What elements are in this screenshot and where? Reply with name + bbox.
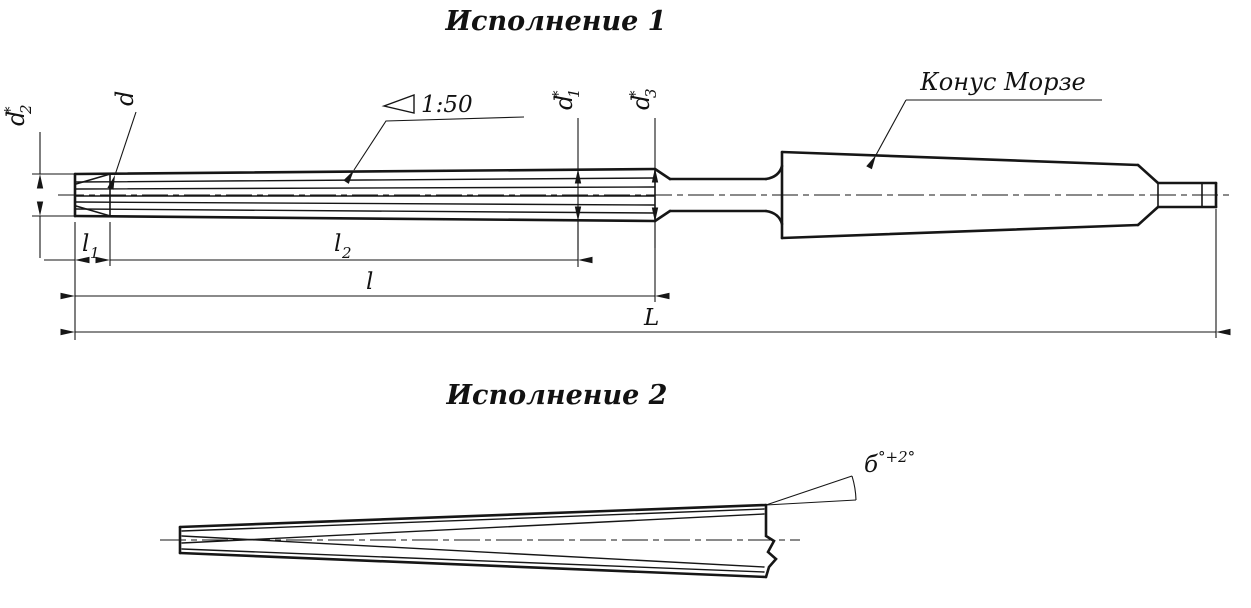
label-d2-base: d [2,111,30,126]
cone-top-edge [178,503,768,529]
view-2: Исполнение 2 б °+2° [160,380,915,579]
flute-line [181,508,765,532]
taper-leader [343,116,525,184]
label-d2-sub: 2 [17,104,35,115]
view2-title: Исполнение 2 [446,380,668,411]
label-d1-sup: * [549,90,567,98]
working-bottom-edge [73,214,657,223]
lead-chamfer-bottom [75,205,113,218]
label-d1-base: d [550,95,578,110]
angle-reference-line [765,499,857,506]
label-angle: б °+2° [864,448,915,478]
label-l2: l 2 [334,231,352,262]
label-l1-base: l [82,231,89,257]
label-d: d [111,91,139,106]
cone-end-face [764,503,778,579]
label-angle-base: б [864,452,879,478]
shank-top-edge [780,150,1140,167]
view1-title: Исполнение 1 [445,6,667,37]
label-l-base: l [366,269,373,295]
length-dimensions: l 1 l 2 l L [44,209,1231,340]
label-d3-sub: 3 [642,88,660,98]
working-top-edge [73,167,657,176]
flutes [75,177,655,214]
angle-inclined-line [765,475,853,506]
label-L: L [643,305,659,331]
dim-d: d [107,91,139,190]
label-l2-base: l [334,231,341,257]
cone-bottom-edge [178,551,768,579]
label-d2: d 2 * [1,104,35,126]
leader-line [107,111,137,190]
flute-line [181,513,765,544]
angle-arc [851,475,857,501]
fillet-top [764,164,784,181]
view-1: Исполнение 1 [1,6,1234,340]
end-chamfer-top [653,167,672,181]
label-d-base: d [111,91,139,106]
label-l2-sub: 2 [341,244,352,262]
flute-line [75,177,655,183]
taper-triangle-icon [381,93,415,114]
label-L-base: L [643,305,659,331]
taper-value: 1:50 [421,92,473,118]
flute-line [75,201,655,206]
label-d3: d 3 * [626,88,660,110]
label-angle-sup: °+2° [878,448,915,466]
tang-chamfer-top [1136,163,1160,185]
label-d1-sub: 1 [565,88,583,98]
flute-line [75,208,655,214]
taper-annotation: 1:50 [343,92,525,184]
angle-dimension: б °+2° [765,448,915,506]
dim-d1: d 1 * [549,88,583,267]
flute-line [181,535,765,568]
label-d2-sup: * [1,106,19,114]
label-d3-sup: * [626,90,644,98]
label-d3-base: d [627,95,655,110]
dim-d3: d 3 * [626,88,660,302]
morse-taper-label: Конус Морзе [919,68,1086,96]
end-chamfer-bottom [653,209,672,223]
callout-leader [866,99,907,170]
flute-line [181,548,765,573]
tang-chamfer-bottom [1136,205,1160,227]
dim-d2: d 2 * [1,104,75,258]
shank-bottom-edge [780,223,1140,240]
flute-line [75,186,655,190]
morse-taper-callout: Конус Морзе [866,68,1102,170]
label-l1-sub: 1 [90,244,100,262]
label-l: l [366,269,373,295]
fillet-bottom [764,209,784,226]
label-l1: l 1 [82,231,100,262]
helical-flutes [181,508,765,573]
label-d1: d 1 * [549,88,583,110]
